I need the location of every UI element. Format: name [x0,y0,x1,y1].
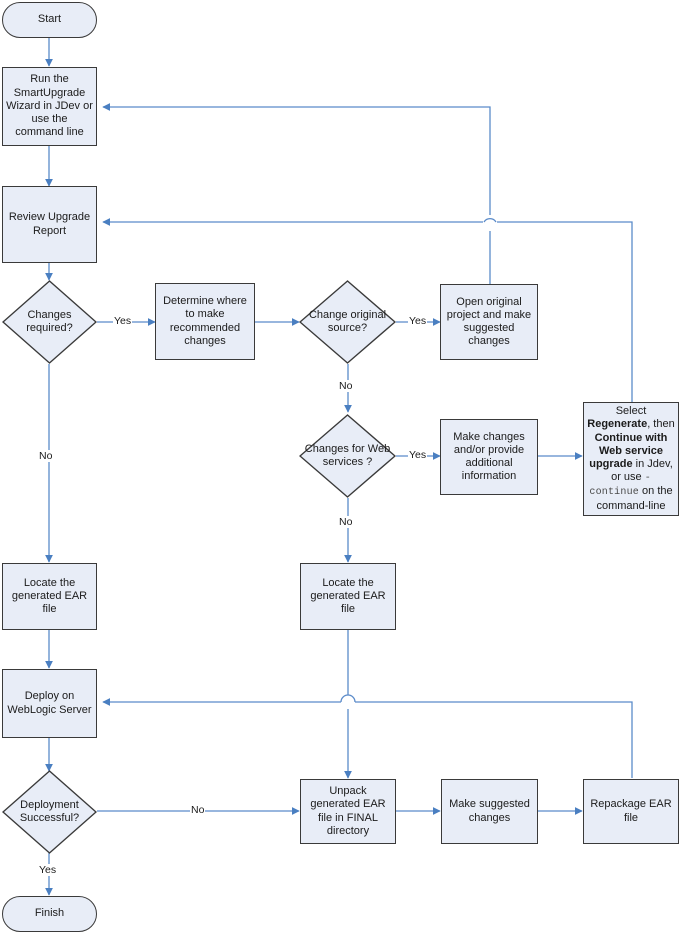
node-start-label: Start [37,13,62,26]
line-hop-repackage [340,694,356,703]
node-run-wizard[interactable]: Run the SmartUpgrade Wizard in JDev or u… [2,67,97,146]
edge-open-project-to-run-wizard [103,107,491,285]
edge-label-deployment-no: No [190,804,206,816]
node-changes-web-services-label: Changes for Web services ? [304,442,391,468]
node-locate-ear-mid-label: Locate the generated EAR file [310,576,386,616]
node-deployment-successful-label: Deployment Successful? [19,798,80,824]
text-run-normal: in Jdev, or use [611,458,673,484]
node-run-wizard-label: Run the SmartUpgrade Wizard in JDev or u… [6,73,93,139]
node-review-report[interactable]: Review Upgrade Report [2,186,97,263]
text-run-bold: Continue with Web service upgrade [589,431,668,470]
text-run-bold: Regenerate [587,418,648,431]
node-locate-ear-mid[interactable]: Locate the generated EAR file [300,563,396,630]
edge-label-change-source-no: No [338,380,354,392]
text-run-normal: Select [615,405,647,418]
node-locate-ear-left[interactable]: Locate the generated EAR file [2,563,97,630]
edge-label-deployment-yes: Yes [38,864,58,876]
node-change-original-source[interactable]: Change original source? [299,280,396,364]
edge-label-changes-required-yes: Yes [113,315,133,327]
node-changes-web-services[interactable]: Changes for Web services ? [299,414,396,498]
node-unpack-ear[interactable]: Unpack generated EAR file in FINAL direc… [300,779,396,844]
diamond-shape [299,414,396,498]
edge-label-changes-required-no: No [38,450,54,462]
node-open-original-project[interactable]: Open original project and make suggested… [440,284,538,360]
node-deploy-weblogic[interactable]: Deploy on WebLogic Server [2,669,97,738]
text-run-normal: on the command-line [596,485,673,512]
node-changes-required-label: Changes required? [26,308,73,334]
node-locate-ear-left-label: Locate the generated EAR file [11,576,88,616]
node-select-regenerate[interactable]: Select Regenerate, then Continue with We… [583,402,679,516]
node-review-report-label: Review Upgrade Report [8,211,91,237]
node-finish-label: Finish [34,907,65,920]
node-open-original-project-label: Open original project and make suggested… [446,295,532,348]
node-deployment-successful[interactable]: Deployment Successful? [2,770,97,854]
node-make-changes-info[interactable]: Make changes and/or provide additional i… [440,419,538,495]
node-finish[interactable]: Finish [2,896,97,932]
node-make-suggested-changes-label: Make suggested changes [449,798,530,824]
edge-label-web-services-no: No [338,516,354,528]
edge-label-web-services-yes: Yes [408,449,428,461]
node-changes-required[interactable]: Changes required? [2,280,97,364]
node-determine-where[interactable]: Determine where to make recommended chan… [155,283,255,360]
node-change-original-source-label: Change original source? [308,308,387,334]
edge-repackage-to-deploy [103,702,633,778]
node-unpack-ear-label: Unpack generated EAR file in FINAL direc… [310,785,386,837]
text-run-normal: , then [647,418,675,431]
node-determine-where-label: Determine where to make recommended chan… [163,295,247,347]
diamond-shape [2,280,97,364]
node-repackage-ear[interactable]: Repackage EAR file [583,779,679,844]
line-hop-open-project [483,218,497,223]
node-make-changes-info-label: Make changes and/or provide additional i… [453,430,525,483]
node-select-regenerate-label: Select Regenerate, then Continue with We… [584,405,678,513]
text-run-code: -continue [589,473,651,499]
edge-label-change-source-yes: Yes [408,315,428,327]
node-deploy-weblogic-label: Deploy on WebLogic Server [7,690,92,716]
node-repackage-ear-label: Repackage EAR file [590,798,672,824]
node-make-suggested-changes[interactable]: Make suggested changes [441,779,538,844]
node-start[interactable]: Start [2,2,97,38]
